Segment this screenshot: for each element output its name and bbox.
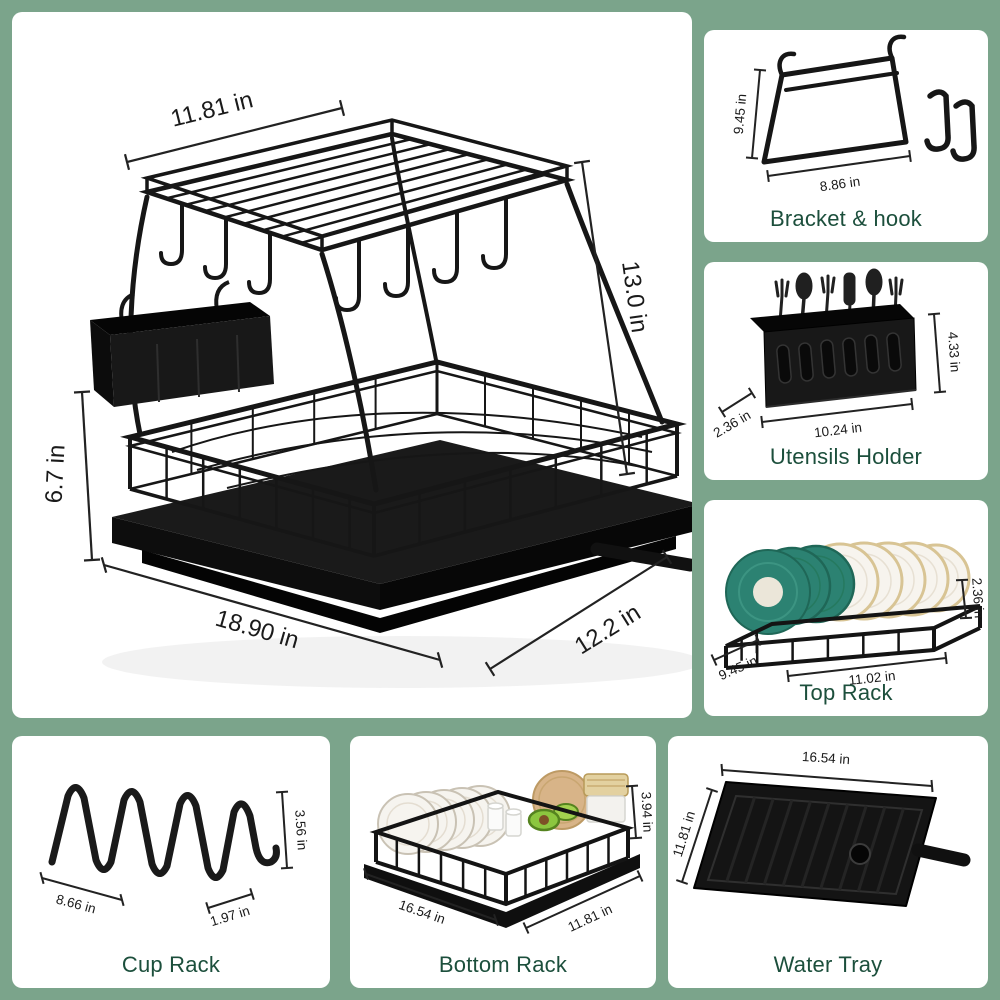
dimension-lines	[675, 763, 934, 885]
bracket-hook-panel: 9.45 in 8.86 in Bracket & hook	[704, 30, 988, 242]
water-tray-illustration	[675, 763, 971, 907]
cup-rack-dim-height: 3.56 in	[292, 809, 310, 851]
bottom-rack-caption: Bottom Rack	[438, 952, 568, 977]
bracket-caption: Bracket & hook	[770, 206, 922, 231]
utensil-box	[90, 280, 274, 407]
top-rack-illustration	[710, 541, 982, 683]
drain-tray	[112, 440, 692, 633]
drain-knob	[849, 843, 871, 865]
utensils	[774, 268, 904, 324]
basket-frame	[369, 789, 635, 907]
bracket-hook-illustration	[745, 34, 977, 183]
main-rack-panel: 11.81 in 13.0 in 6.7 in 18.90 in 12.2 in	[12, 12, 692, 718]
water-tray-caption: Water Tray	[773, 952, 883, 977]
hooks	[924, 89, 977, 162]
tray	[693, 781, 971, 907]
main-rack-illustration	[73, 99, 692, 688]
drain-spout	[590, 542, 692, 572]
cup-rack-illustration	[39, 784, 294, 915]
utensils-holder-illustration	[717, 268, 947, 429]
top-rack-dim-height: 2.36 in	[969, 577, 987, 619]
basket	[120, 359, 687, 558]
drain-spout	[911, 843, 971, 867]
base-tray	[364, 854, 640, 928]
main-dim-left-height: 6.7 in	[40, 443, 71, 504]
dimension-lines	[717, 312, 947, 429]
cup-hooks	[159, 196, 508, 313]
top-rack-panel: 2.36 in 9.45 in 11.02 in Top Rack	[704, 500, 988, 716]
rack-frame	[724, 604, 982, 670]
dimension-lines	[363, 784, 644, 934]
utensils-holder-panel: 4.33 in 2.36 in 10.24 in Utensils Holder	[704, 262, 988, 480]
plates	[725, 541, 971, 635]
dimension-lines	[39, 790, 294, 915]
bamboo-lid-container	[583, 773, 629, 797]
utensils-dim-height: 4.33 in	[945, 331, 963, 373]
cup-rack-panel: 3.56 in 8.66 in 1.97 in Cup Rack	[12, 736, 330, 988]
dimension-lines	[710, 578, 973, 683]
support-frame	[128, 136, 665, 493]
utensils-caption: Utensils Holder	[769, 444, 923, 469]
dimension-lines	[73, 99, 673, 677]
bottom-rack-dim-height: 3.94 in	[638, 791, 656, 833]
cup-rack-wire	[48, 784, 280, 881]
bottom-rack-illustration	[363, 770, 644, 934]
dishes	[377, 770, 629, 855]
top-rack-caption: Top Rack	[799, 680, 893, 705]
cup-rack-caption: Cup Rack	[121, 952, 221, 977]
bottom-rack-panel: 3.94 in 16.54 in 11.81 in Bottom Rack	[350, 736, 656, 988]
dimension-lines	[745, 68, 912, 183]
bracket	[761, 34, 909, 165]
top-shelf	[138, 118, 576, 253]
holder-box	[750, 304, 917, 408]
water-tray-panel: 16.54 in 11.81 in Water Tray	[668, 736, 988, 988]
shadow	[102, 636, 692, 688]
